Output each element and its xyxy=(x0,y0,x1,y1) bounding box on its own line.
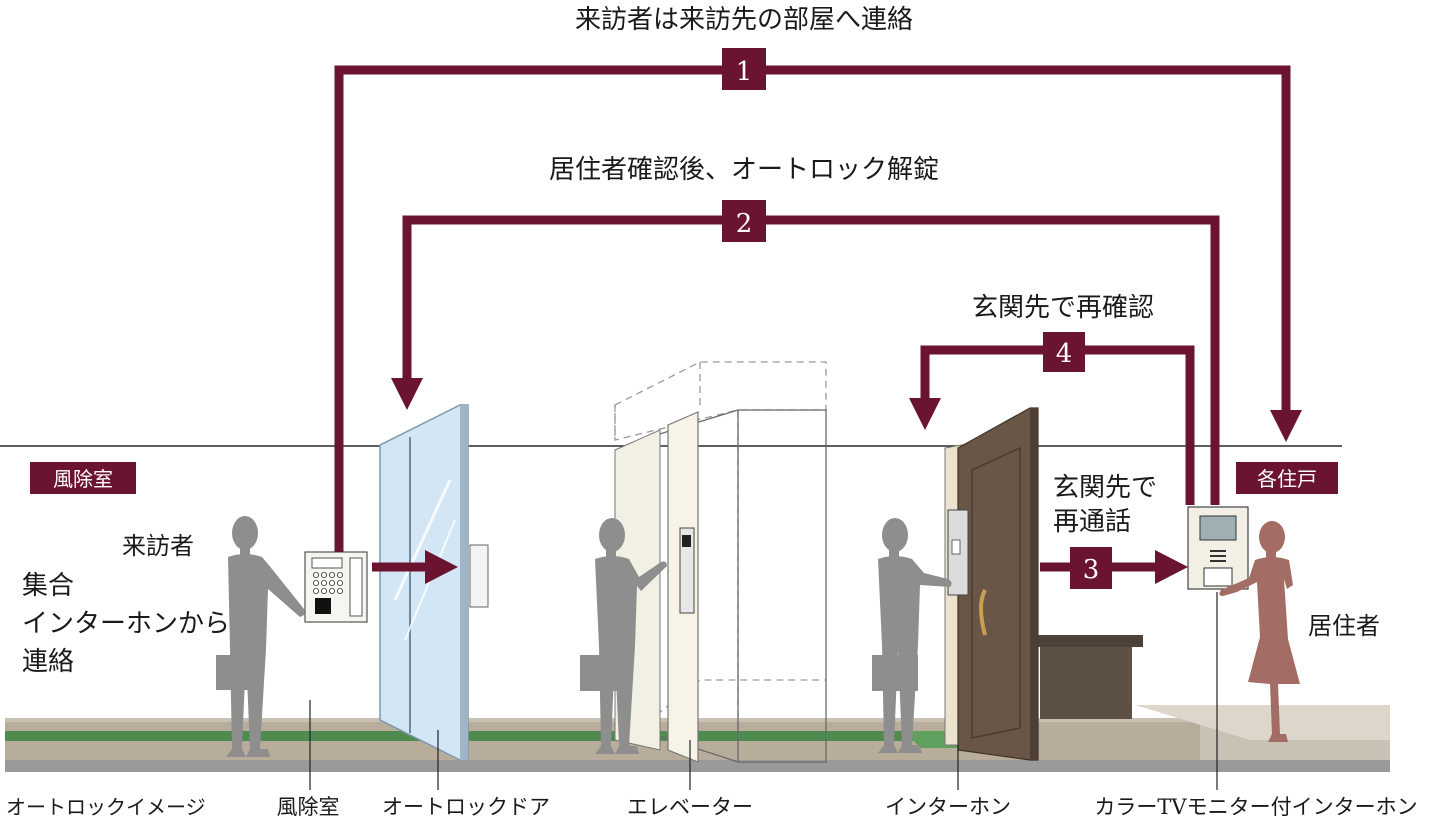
step-4-badge: 4 xyxy=(1043,332,1085,372)
color-tv-intercom xyxy=(1187,506,1249,590)
unit-entrance-door xyxy=(944,407,1039,761)
flow-line-2 xyxy=(402,215,1220,505)
resident-silhouette xyxy=(1219,521,1300,742)
zone-tag-windbreak: 風除室 xyxy=(30,462,136,494)
elevator xyxy=(614,361,827,763)
visitor-label: 来訪者 xyxy=(122,532,194,560)
arrowhead-unlock xyxy=(425,550,458,584)
note-line-3: 連絡 xyxy=(22,647,74,677)
visitor-silhouette-3 xyxy=(872,518,952,753)
svg-text:風除室: 風除室 xyxy=(53,467,113,491)
arrow-heads xyxy=(391,378,1302,584)
step-3-badge: 3 xyxy=(1070,547,1112,589)
residence-floor xyxy=(1135,705,1390,740)
caption-autolock-image: オートロックイメージ xyxy=(6,795,206,819)
svg-text:3: 3 xyxy=(1083,555,1100,585)
arrowhead-2 xyxy=(391,378,423,410)
floor-green-line xyxy=(5,731,1005,741)
resident-label: 居住者 xyxy=(1308,612,1380,640)
visitor-silhouette-1 xyxy=(216,516,305,757)
entrance-intercom-panel xyxy=(304,551,368,623)
svg-text:4: 4 xyxy=(1056,339,1073,369)
step-3-label-line2: 再通話 xyxy=(1053,507,1131,537)
arrowhead-1 xyxy=(1270,410,1302,442)
step-1-badge: 1 xyxy=(722,48,766,90)
arrowhead-3 xyxy=(1155,550,1188,584)
svg-text:2: 2 xyxy=(736,209,753,239)
svg-text:1: 1 xyxy=(736,57,753,87)
step-3-label-line1: 玄関先で xyxy=(1053,473,1157,503)
note-line-2: インターホンから xyxy=(22,609,230,639)
step-2-badge: 2 xyxy=(722,200,766,242)
step-2-label: 居住者確認後、オートロック解錠 xyxy=(549,155,939,185)
visitor-silhouette-2 xyxy=(580,518,667,754)
caption-leaders xyxy=(309,592,1218,790)
step-1-label: 来訪者は来訪先の部屋へ連絡 xyxy=(575,5,913,35)
caption-autolock-door: オートロックドア xyxy=(382,795,550,819)
caption-windbreak-room: 風除室 xyxy=(277,795,340,819)
step-4-label: 玄関先で再確認 xyxy=(972,293,1154,323)
zone-tag-residence: 各住戸 xyxy=(1236,462,1338,494)
caption-color-tv-intercom: カラーTVモニター付インターホン xyxy=(1094,795,1417,819)
autolock-door xyxy=(379,404,489,761)
caption-intercom: インターホン xyxy=(885,795,1011,819)
flow-line-1 xyxy=(334,65,1291,552)
svg-text:各住戸: 各住戸 xyxy=(1257,467,1317,491)
caption-elevator: エレベーター xyxy=(627,795,753,819)
arrowhead-4 xyxy=(909,398,941,430)
note-line-1: 集合 xyxy=(22,571,74,601)
residence-furniture xyxy=(1038,635,1143,719)
